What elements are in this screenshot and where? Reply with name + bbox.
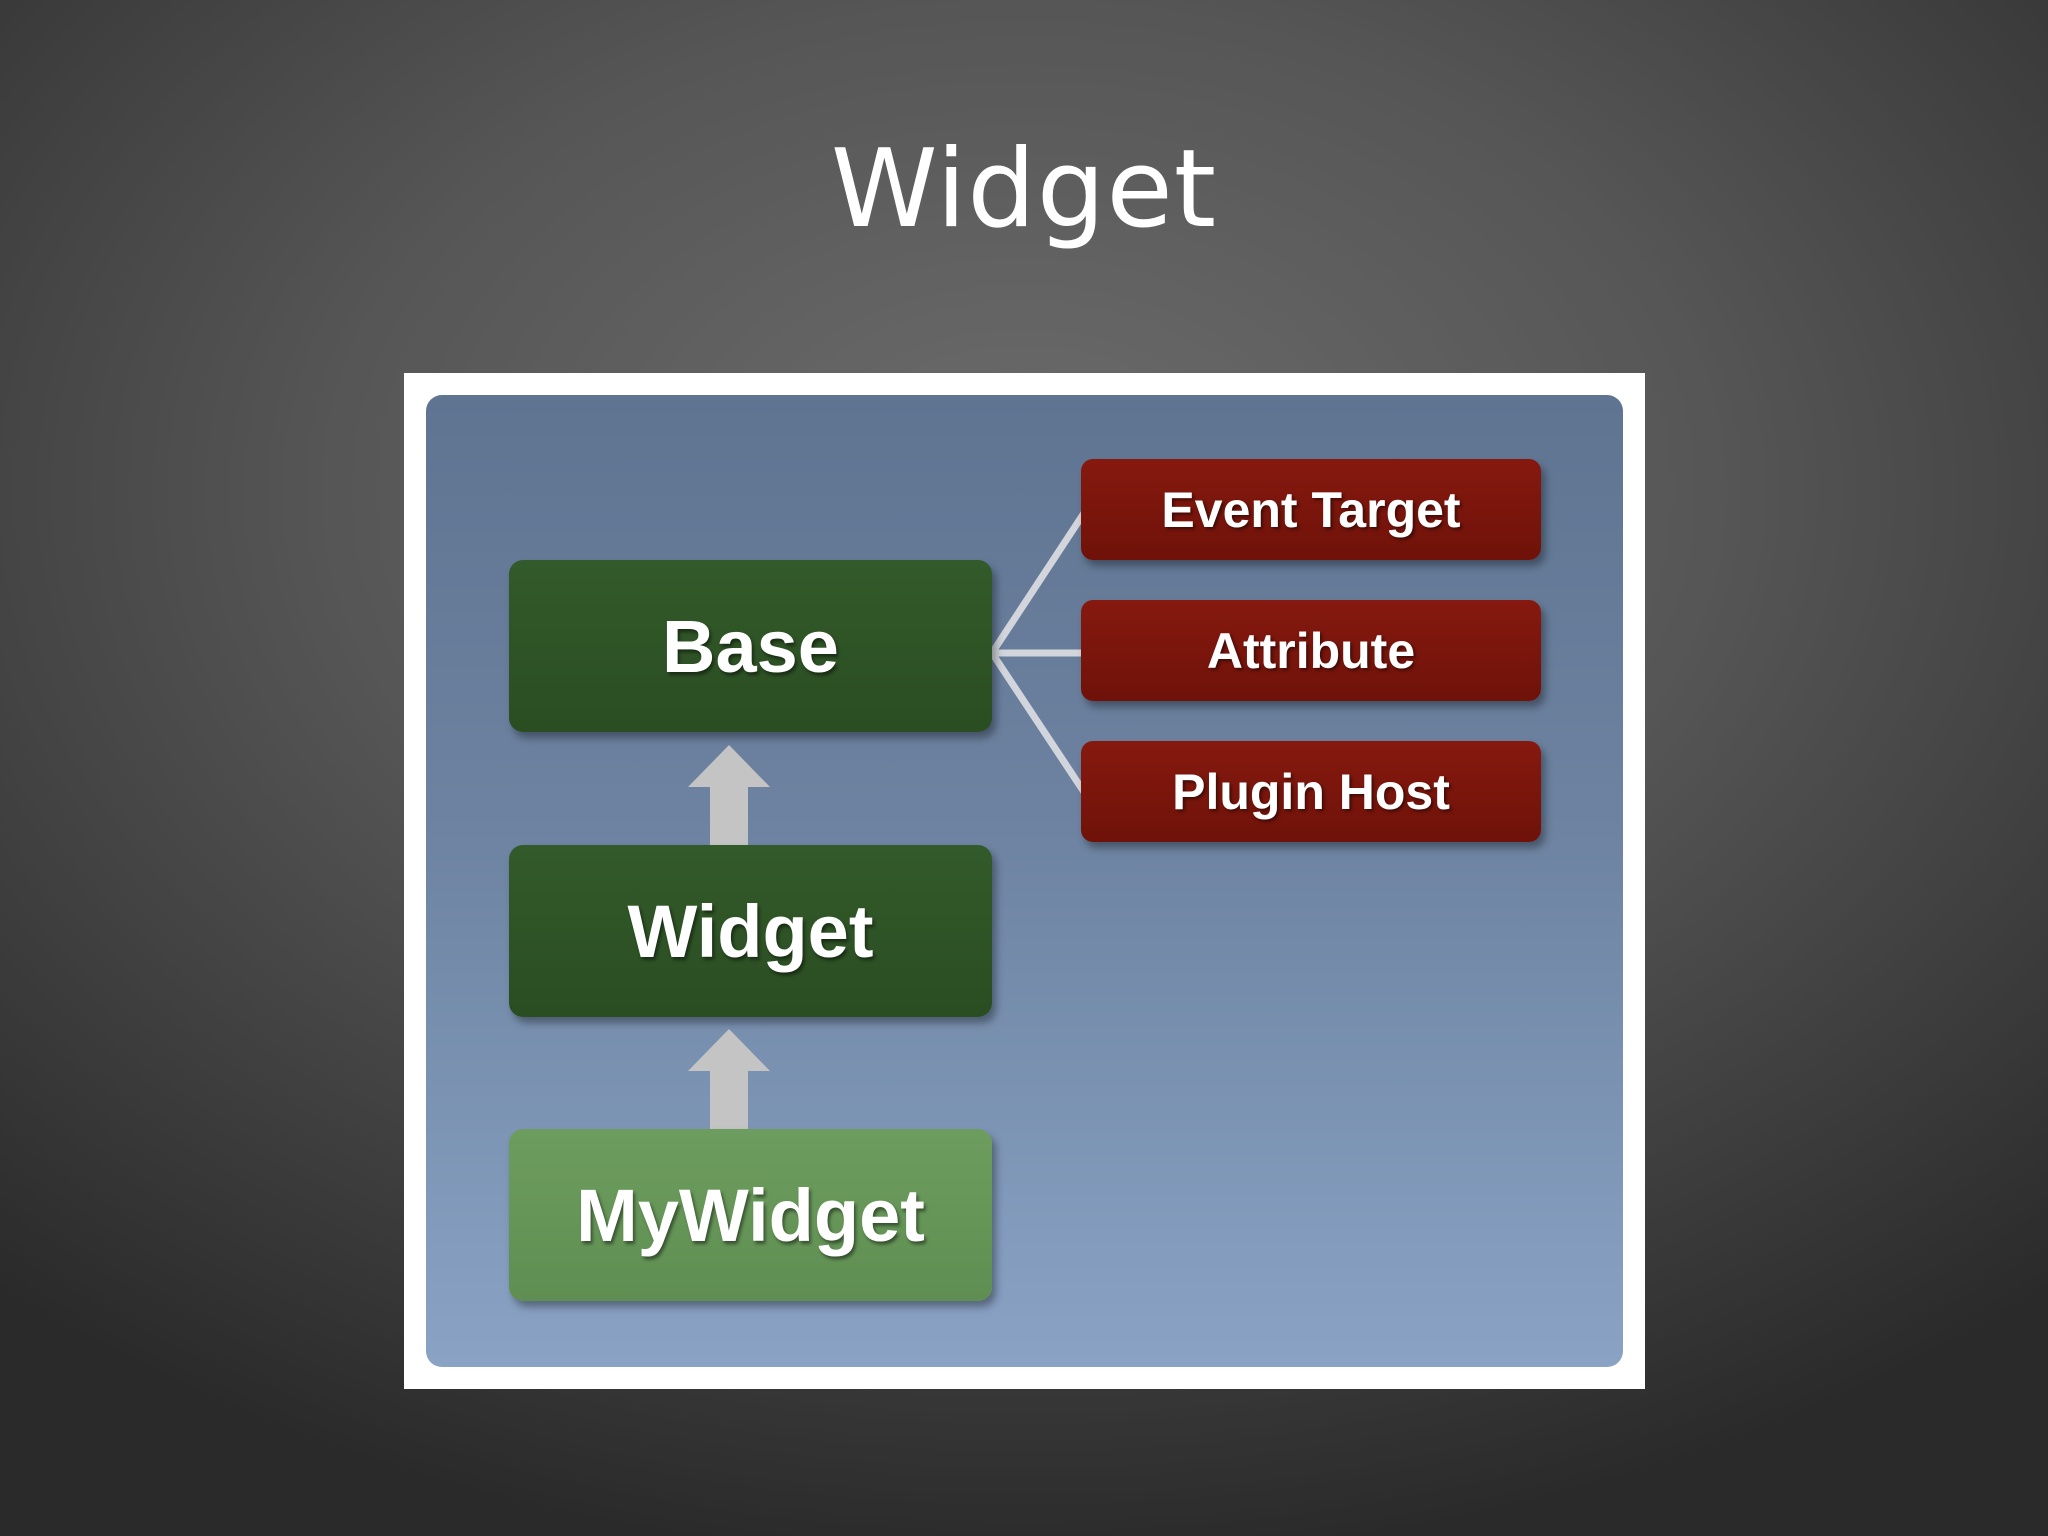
connector-base-event-target — [988, 506, 1090, 657]
node-event-target-label: Event Target — [1161, 481, 1461, 538]
node-widget: Widget — [509, 845, 992, 1017]
arrow-mywidget-to-widget-icon — [688, 1029, 770, 1131]
node-attribute: Attribute — [1081, 600, 1541, 701]
node-base: Base — [509, 560, 992, 732]
connectors — [688, 506, 1090, 1131]
connector-base-plugin-host — [988, 649, 1090, 799]
node-event-target: Event Target — [1081, 459, 1541, 560]
slide-title: Widget — [830, 127, 1218, 252]
diagram-frame: Base Widget MyWidget Event Target Attrib… — [404, 373, 1645, 1389]
node-mywidget: MyWidget — [509, 1129, 992, 1301]
arrow-widget-to-base-icon — [688, 745, 770, 847]
node-base-label: Base — [662, 604, 839, 688]
diagram-panel: Base Widget MyWidget Event Target Attrib… — [426, 395, 1623, 1367]
node-mywidget-label: MyWidget — [576, 1173, 925, 1257]
node-plugin-host: Plugin Host — [1081, 741, 1541, 842]
node-widget-label: Widget — [627, 889, 874, 973]
node-plugin-host-label: Plugin Host — [1172, 763, 1450, 820]
node-attribute-label: Attribute — [1206, 622, 1416, 679]
